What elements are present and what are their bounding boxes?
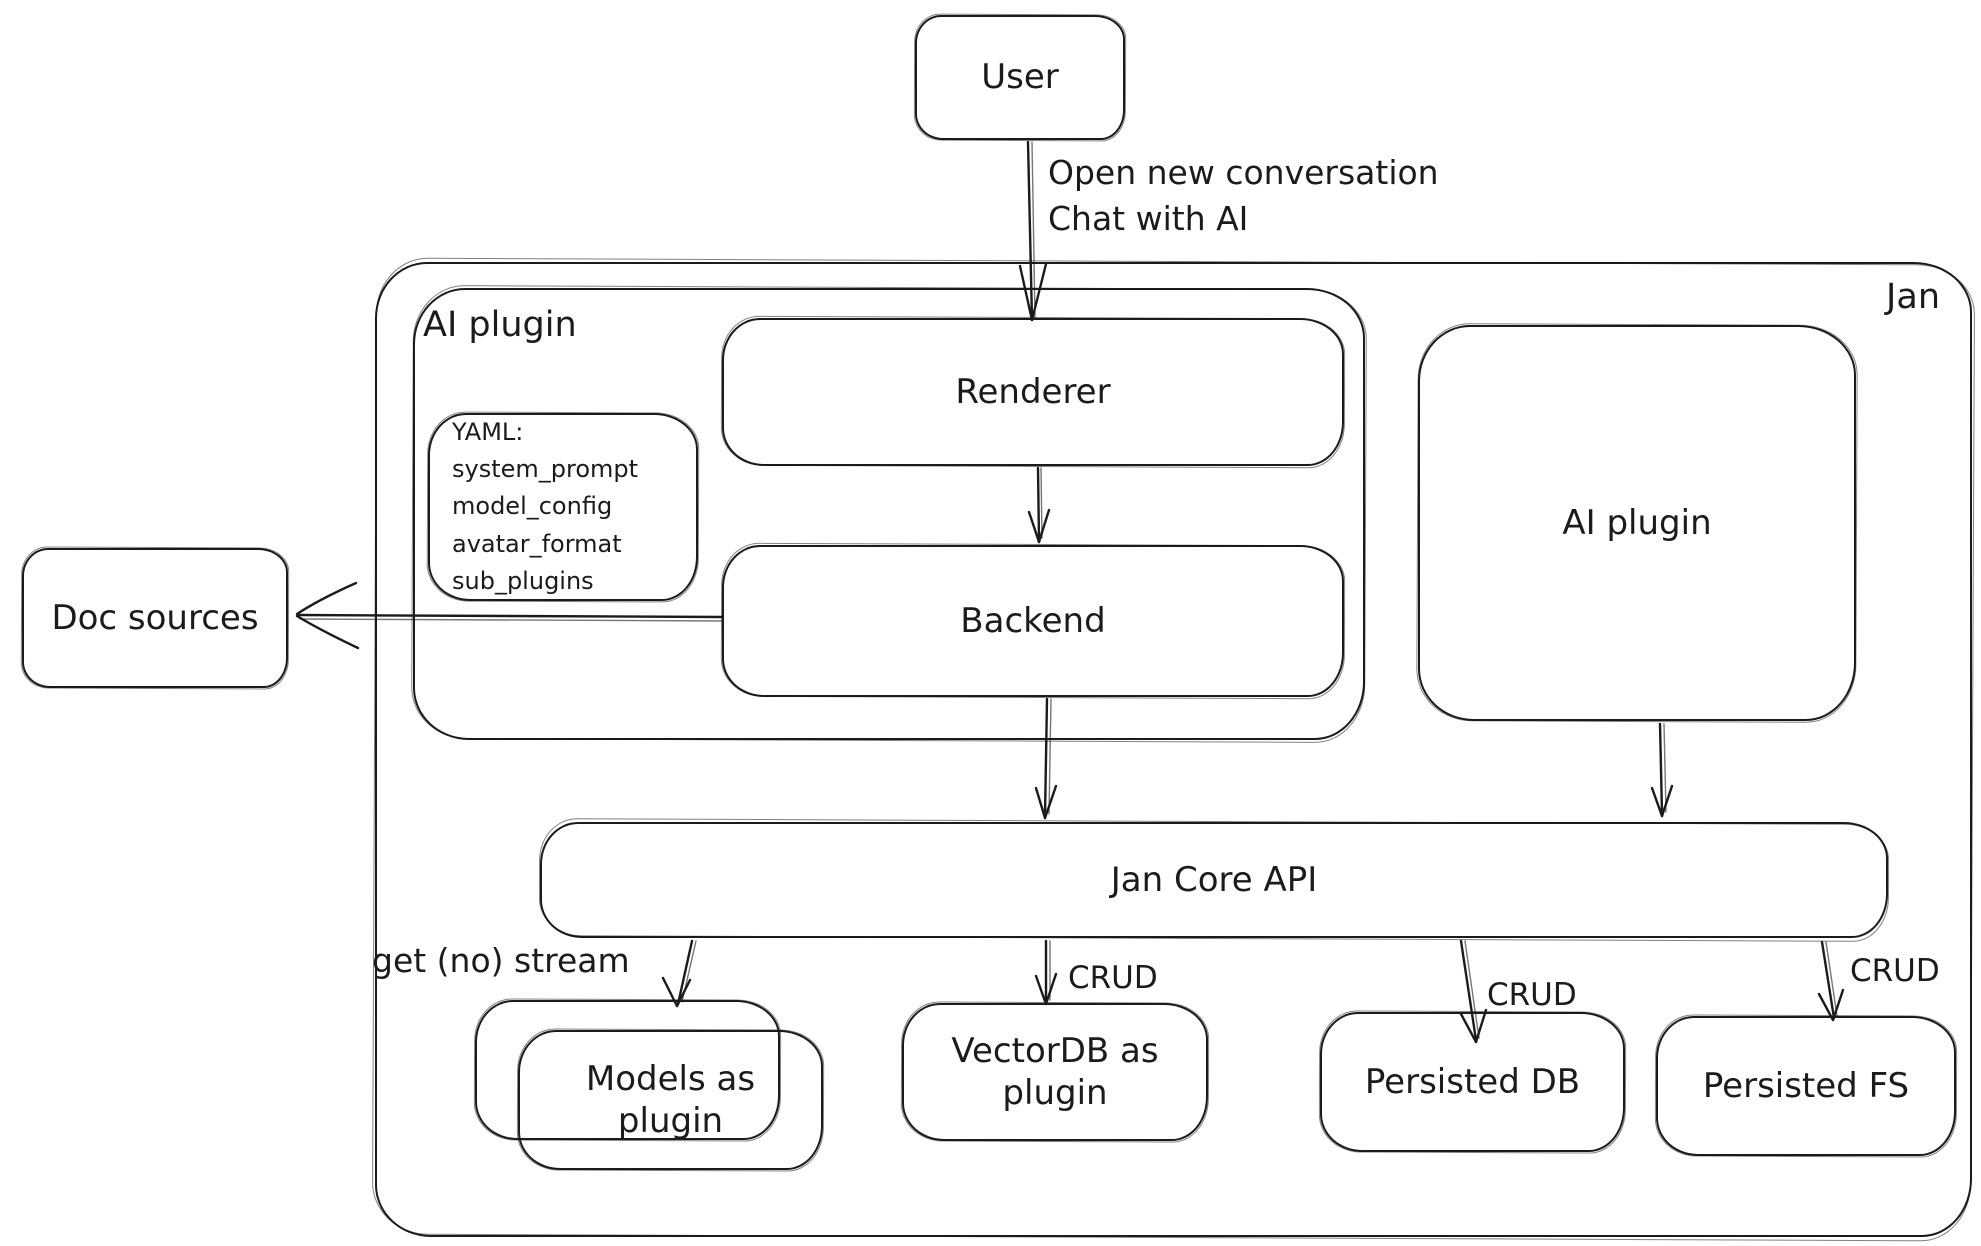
yaml-line-5: sub_plugins [452,566,594,595]
node-ai-plugin-right-label: AI plugin [1562,502,1712,543]
node-persisted-fs: Persisted FS [1656,1016,1956,1156]
node-renderer: Renderer [722,318,1344,466]
node-jan-core-api: Jan Core API [540,822,1888,938]
node-persisted-fs-label: Persisted FS [1702,1065,1910,1106]
node-persisted-db-label: Persisted DB [1364,1061,1581,1102]
yaml-line-4: avatar_format [452,529,622,558]
jan-container-label: Jan [1886,277,1940,317]
node-jan-core-api-label: Jan Core API [1110,859,1318,900]
yaml-line-1: YAML: [452,418,524,447]
yaml-note-text: YAML: system_prompt model_config avatar_… [430,414,638,600]
node-ai-plugin-right: AI plugin [1418,325,1856,721]
node-user-label: User [981,57,1059,98]
edge-label-crud-persisted-fs: CRUD [1850,953,1940,989]
ai-plugin-group-label: AI plugin [423,305,577,345]
node-models-as-plugin-label: Models as plugin [585,1058,756,1142]
yaml-line-3: model_config [452,492,613,521]
edge-label-user-to-renderer: Open new conversation Chat with AI [1048,150,1439,242]
node-backend-label: Backend [960,600,1106,641]
node-user: User [915,15,1125,140]
jan-container: Jan [375,262,1972,1237]
node-models-as-plugin: Models as plugin [518,1030,823,1170]
edge-label-get-no-stream: get (no) stream [372,941,630,980]
node-backend: Backend [722,545,1344,697]
edge-label-chat-with-ai: Chat with AI [1048,199,1249,239]
node-yaml-note: YAML: system_prompt model_config avatar_… [428,413,698,601]
edge-label-crud-vectordb: CRUD [1068,960,1158,996]
yaml-line-2: system_prompt [452,455,639,484]
node-doc-sources-label: Doc sources [51,597,259,638]
node-vectordb-as-plugin-label: VectorDB as plugin [951,1030,1159,1114]
node-persisted-db: Persisted DB [1320,1012,1625,1152]
edge-label-open-conversation: Open new conversation [1048,153,1439,192]
node-renderer-label: Renderer [955,371,1111,412]
node-vectordb-as-plugin: VectorDB as plugin [902,1003,1208,1141]
node-doc-sources: Doc sources [22,548,288,688]
edge-label-crud-persisted-db: CRUD [1487,977,1577,1013]
ai-plugin-group: AI plugin [413,288,1365,740]
